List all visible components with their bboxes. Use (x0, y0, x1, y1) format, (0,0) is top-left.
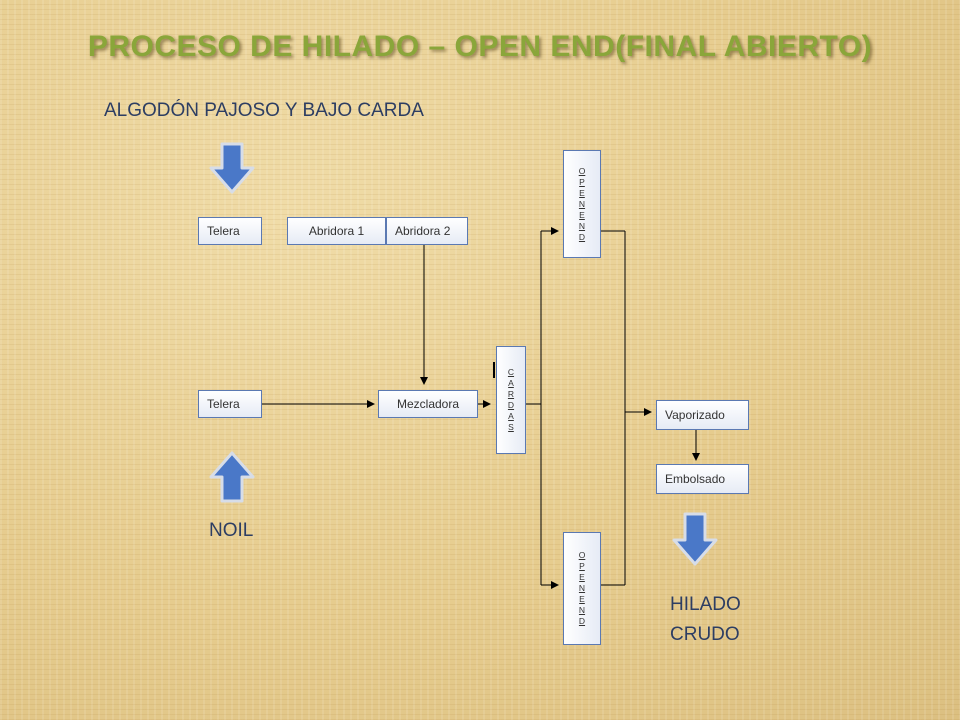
cardas-letter: C (507, 367, 515, 377)
noil-label: NOIL (209, 520, 254, 541)
node-telera-top: Telera (198, 217, 262, 245)
cardas-letter: A (508, 411, 514, 421)
arrow-down-icon (672, 512, 718, 566)
page-title: PROCESO DE HILADO – OPEN END(FINAL ABIER… (87, 30, 873, 63)
cardas-letter: S (508, 422, 514, 432)
node-vaporizado: Vaporizado (656, 400, 749, 430)
node-telera-bottom: Telera (198, 390, 262, 418)
arrow-up-icon (209, 451, 255, 503)
open-end-letter: E (579, 572, 585, 582)
node-mezcladora: Mezcladora (378, 390, 478, 418)
open-end-letter: N (578, 583, 586, 593)
open-end-letter: E (579, 594, 585, 604)
open-end-letter: N (578, 220, 586, 231)
open-end-letter: O (578, 165, 586, 176)
node-open-end-top: O P E N E N D (563, 150, 601, 258)
node-abridora-1: Abridora 1 (287, 217, 386, 245)
cardas-letter: A (508, 378, 514, 388)
cardas-letter: D (507, 400, 515, 410)
open-end-letter: D (578, 616, 586, 626)
open-end-letter: N (578, 605, 586, 615)
open-end-letter: N (578, 198, 586, 209)
node-cardas: C A R D A S (496, 346, 526, 454)
open-end-letter: P (579, 561, 585, 571)
output-label-line2: CRUDO (670, 624, 740, 645)
node-open-end-bottom: O P E N E N D (563, 532, 601, 645)
open-end-letter: E (579, 209, 585, 220)
output-label-line1: HILADO (670, 594, 741, 615)
open-end-letter: D (578, 231, 586, 242)
open-end-letter: E (579, 187, 585, 198)
node-abridora-2: Abridora 2 (386, 217, 468, 245)
node-embolsado: Embolsado (656, 464, 749, 494)
cardas-letter: R (507, 389, 515, 399)
open-end-letter: P (579, 176, 585, 187)
input-material-label: ALGODÓN PAJOSO Y BAJO CARDA (104, 100, 424, 121)
arrow-down-icon (209, 142, 255, 194)
open-end-letter: O (578, 550, 586, 560)
